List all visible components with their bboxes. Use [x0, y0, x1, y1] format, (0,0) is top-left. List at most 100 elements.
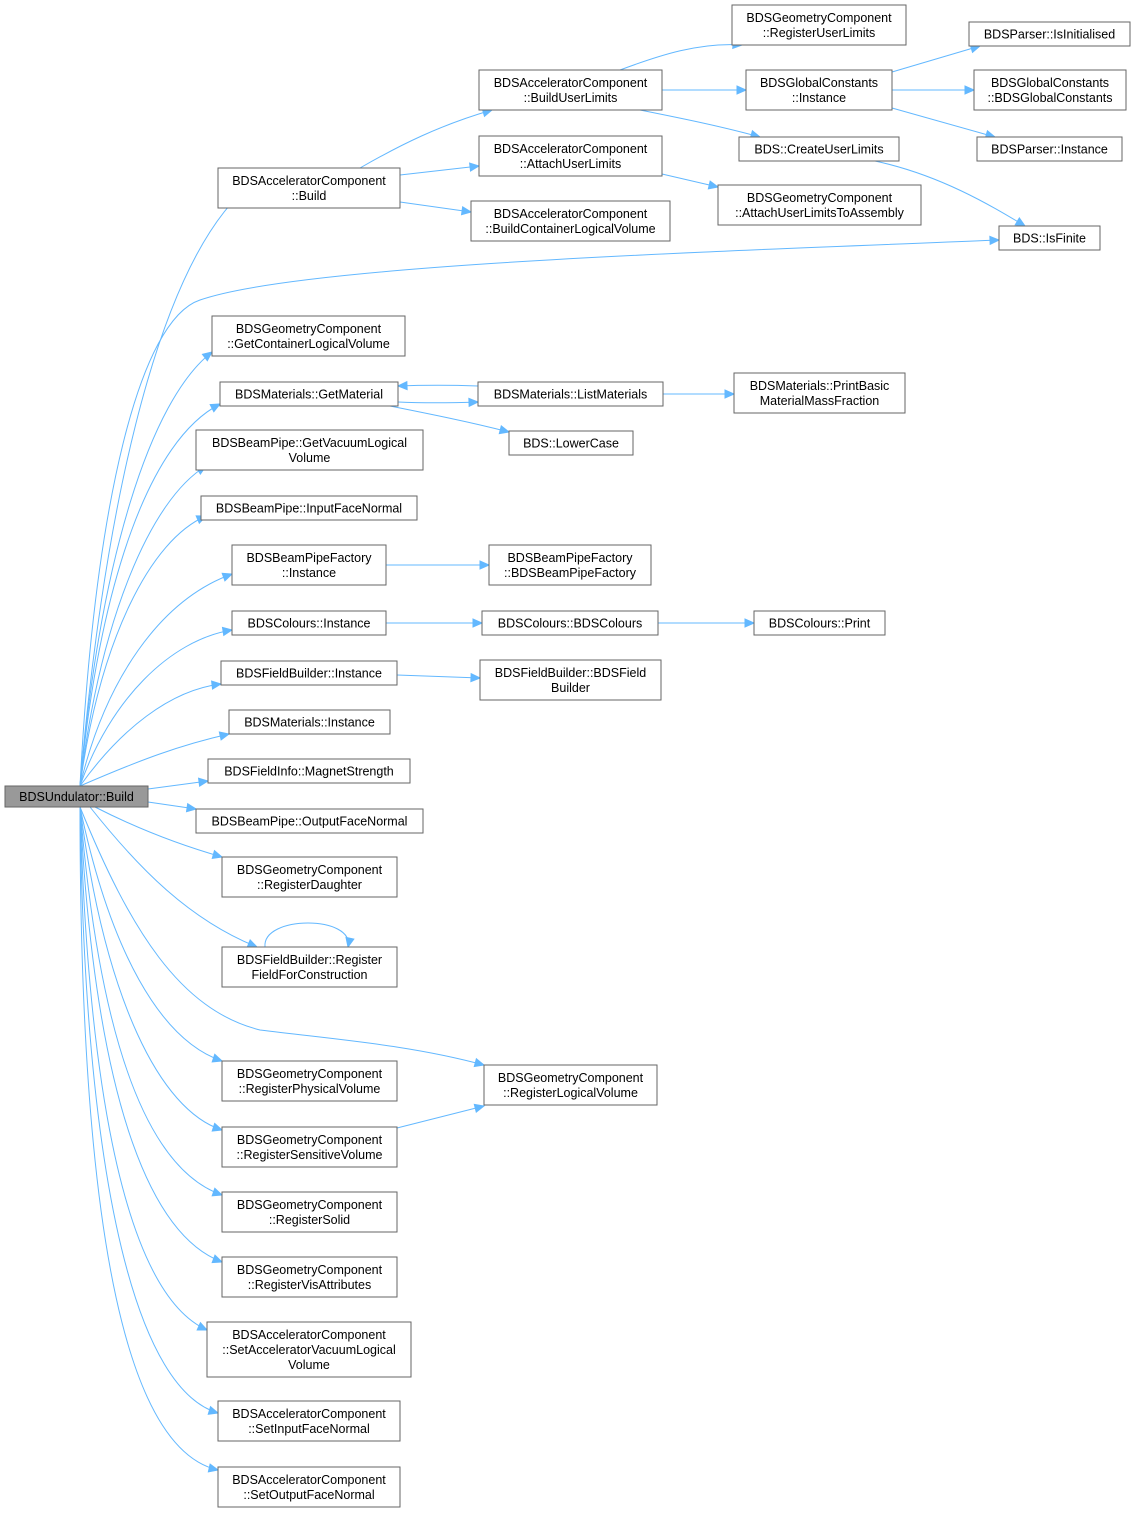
edge-root-to-bp_outputface [147, 801, 198, 813]
node-geo-getcontainer[interactable]: BDSGeometryComponent::GetContainerLogica… [211, 315, 406, 357]
node-geo-regsensitive[interactable]: BDSGeometryComponent::RegisterSensitiveV… [221, 1126, 398, 1168]
node-mat-listmaterials[interactable]: BDSMaterials::ListMaterials [477, 381, 664, 407]
node-label: BDSFieldBuilder::Instance [236, 667, 382, 681]
node-parser-instance[interactable]: BDSParser::Instance [976, 136, 1123, 162]
node-label: Volume [289, 451, 331, 465]
node-label: BDSColours::BDSColours [498, 617, 643, 631]
node-bp-outputface[interactable]: BDSBeamPipe::OutputFaceNormal [195, 808, 424, 834]
node-parser-isinit[interactable]: BDSParser::IsInitialised [968, 21, 1131, 47]
node-label: BDSGeometryComponent [237, 1133, 383, 1147]
node-bds-lowercase[interactable]: BDS::LowerCase [508, 430, 634, 456]
node-label: Volume [288, 1358, 330, 1372]
edge-geo_regsensitive-to-geo_reglogical [396, 1103, 486, 1129]
node-mat-instance[interactable]: BDSMaterials::Instance [228, 709, 391, 735]
node-col-ctor[interactable]: BDSColours::BDSColours [481, 610, 659, 636]
edge-root-to-bpf_instance [79, 572, 234, 787]
node-mat-getmaterial[interactable]: BDSMaterials::GetMaterial [219, 381, 399, 407]
node-acc-buildcontainer[interactable]: BDSAcceleratorComponent::BuildContainerL… [470, 200, 671, 242]
node-bpf-instance[interactable]: BDSBeamPipeFactory::Instance [231, 544, 387, 586]
node-label: ::BDSGlobalConstants [987, 91, 1112, 105]
node-label: ::RegisterSensitiveVolume [237, 1148, 383, 1162]
edge-mat_getmaterial-to-mat_listmaterials [397, 397, 480, 408]
edge-root-to-acc_setvacuum [79, 806, 209, 1331]
node-geo-regdaughter[interactable]: BDSGeometryComponent::RegisterDaughter [221, 856, 398, 898]
node-label: ::RegisterLogicalVolume [503, 1086, 638, 1100]
edge-acc_builduserlimits-to-geo_registeruserlimits [619, 39, 744, 71]
node-label: BDSBeamPipeFactory [246, 551, 372, 565]
node-label: BDS::IsFinite [1013, 232, 1086, 246]
node-label: FieldForConstruction [251, 968, 367, 982]
node-fb-instance[interactable]: BDSFieldBuilder::Instance [220, 660, 398, 686]
edge-mat_getmaterial-to-bds_lowercase [389, 405, 511, 435]
node-fb-ctor[interactable]: BDSFieldBuilder::BDSFieldBuilder [479, 659, 662, 701]
node-label: BDSColours::Instance [248, 617, 371, 631]
node-label: ::SetInputFaceNormal [248, 1422, 370, 1436]
node-geo-regsolid[interactable]: BDSGeometryComponent::RegisterSolid [221, 1191, 398, 1233]
node-label: BDSAcceleratorComponent [232, 1328, 386, 1342]
edge-acc_build-to-acc_buildcontainer [399, 201, 473, 216]
node-label: ::RegisterSolid [269, 1213, 350, 1227]
node-label: BDSParser::Instance [991, 143, 1108, 157]
node-label: ::Instance [282, 566, 336, 580]
node-geo-attachuserlimits[interactable]: BDSGeometryComponent::AttachUserLimitsTo… [717, 184, 922, 226]
node-acc-builduserlimits[interactable]: BDSAcceleratorComponent::BuildUserLimits [478, 69, 663, 111]
node-col-print[interactable]: BDSColours::Print [753, 610, 886, 636]
node-label: BDSFieldInfo::MagnetStrength [224, 765, 394, 779]
node-label: BDSBeamPipe::GetVacuumLogical [212, 436, 407, 450]
node-acc-build[interactable]: BDSAcceleratorComponent::Build [217, 167, 401, 209]
node-bds-createuserlimits[interactable]: BDS::CreateUserLimits [738, 136, 900, 162]
node-label: BDSGeometryComponent [237, 1263, 383, 1277]
edge-mat_listmaterials-to-mat_getmaterial [396, 380, 479, 391]
node-label: ::SetOutputFaceNormal [243, 1488, 374, 1502]
edge-root-to-acc_setinput [79, 806, 220, 1415]
node-label: BDSGlobalConstants [991, 76, 1109, 90]
edge-root-to-col_instance [79, 626, 234, 787]
node-label: BDSGeometryComponent [746, 11, 892, 25]
node-col-instance[interactable]: BDSColours::Instance [231, 610, 387, 636]
edge-root-to-bp_getvacuum [79, 465, 208, 787]
node-globalconst-instance[interactable]: BDSGlobalConstants::Instance [745, 69, 893, 111]
node-fb-registerfield[interactable]: BDSFieldBuilder::RegisterFieldForConstru… [221, 946, 398, 988]
edge-fb_instance-to-fb_ctor [396, 672, 482, 683]
edge-mat_listmaterials-to-mat_printbasic [663, 389, 736, 399]
edge-root-to-acc_build [79, 180, 256, 787]
node-label: BDSBeamPipe::OutputFaceNormal [212, 815, 408, 829]
edge-globalconst_instance-to-parser_isinit [891, 44, 982, 73]
edge-root-to-geo_regsensitive [79, 806, 224, 1132]
node-acc-setvacuum[interactable]: BDSAcceleratorComponent::SetAcceleratorV… [206, 1321, 412, 1378]
node-geo-regphysical[interactable]: BDSGeometryComponent::RegisterPhysicalVo… [221, 1060, 398, 1102]
node-globalconst-ctor[interactable]: BDSGlobalConstants::BDSGlobalConstants [973, 69, 1127, 111]
node-label: BDSBeamPipe::InputFaceNormal [216, 502, 402, 516]
node-geo-registeruserlimits[interactable]: BDSGeometryComponent::RegisterUserLimits [731, 4, 907, 46]
node-fi-magnet[interactable]: BDSFieldInfo::MagnetStrength [207, 758, 411, 784]
edge-root-to-acc_setoutput [79, 806, 220, 1473]
node-label: ::AttachUserLimitsToAssembly [735, 206, 905, 220]
call-nodes: BDSUndulator::BuildBDSAcceleratorCompone… [4, 4, 1131, 1508]
node-bds-isfinite[interactable]: BDS::IsFinite [998, 225, 1101, 251]
call-edges [79, 39, 1027, 1473]
node-label: BDS::CreateUserLimits [754, 143, 883, 157]
node-acc-setoutput[interactable]: BDSAcceleratorComponent::SetOutputFaceNo… [217, 1466, 401, 1508]
node-label: BDSParser::IsInitialised [984, 28, 1115, 42]
edge-globalconst_instance-to-globalconst_ctor [892, 85, 976, 95]
node-label: BDSAcceleratorComponent [232, 1473, 386, 1487]
node-label: ::Build [292, 189, 327, 203]
node-root[interactable]: BDSUndulator::Build [4, 785, 149, 808]
node-label: BDSAcceleratorComponent [494, 76, 648, 90]
node-bpf-ctor[interactable]: BDSBeamPipeFactory::BDSBeamPipeFactory [488, 544, 652, 586]
edge-fb_registerfield-to-fb_registerfield [264, 922, 355, 949]
node-label: BDSMaterials::Instance [244, 716, 375, 730]
node-label: ::BDSBeamPipeFactory [504, 566, 637, 580]
node-geo-reglogical[interactable]: BDSGeometryComponent::RegisterLogicalVol… [483, 1064, 658, 1106]
node-geo-regvis[interactable]: BDSGeometryComponent::RegisterVisAttribu… [221, 1256, 398, 1298]
node-mat-printbasic[interactable]: BDSMaterials::PrintBasicMaterialMassFrac… [733, 372, 906, 414]
node-bp-inputface[interactable]: BDSBeamPipe::InputFaceNormal [200, 495, 418, 521]
edge-bpf_instance-to-bpf_ctor [386, 560, 491, 570]
edge-root-to-mat_instance [79, 731, 231, 787]
node-label: BDSAcceleratorComponent [232, 1407, 386, 1421]
node-acc-setinput[interactable]: BDSAcceleratorComponent::SetInputFaceNor… [217, 1400, 401, 1442]
edge-root-to-fb_instance [79, 680, 223, 787]
node-label: BDSFieldBuilder::BDSField [495, 666, 646, 680]
node-acc-attachuserlimits[interactable]: BDSAcceleratorComponent::AttachUserLimit… [478, 135, 663, 177]
